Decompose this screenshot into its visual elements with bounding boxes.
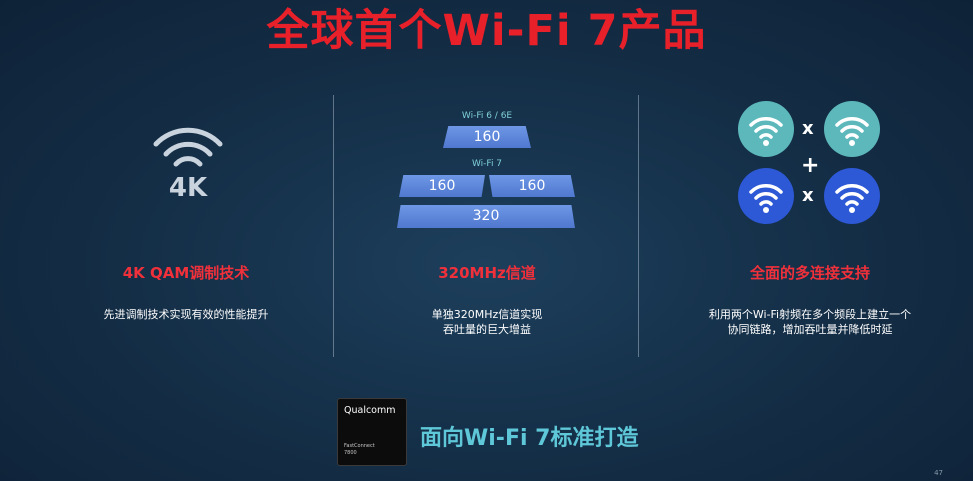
bar-value: 320	[472, 208, 500, 224]
chip-product-line1: FastConnect	[344, 443, 375, 449]
desc-line: 吞吐量的巨大增益	[443, 323, 531, 336]
tagline: 面向Wi-Fi 7标准打造	[420, 426, 639, 451]
wifi-icon	[835, 184, 869, 213]
bar-value: 160	[428, 178, 456, 194]
feature-desc-channel: 单独320MHz信道实现 吞吐量的巨大增益	[337, 307, 637, 337]
feature-title-qam: 4K QAM调制技术	[122, 264, 250, 282]
wifi-circle-teal-right	[824, 101, 880, 157]
feature-desc-multilink: 利用两个Wi-Fi射频在多个频段上建立一个 协同链路，增加吞吐量并降低时延	[660, 307, 960, 337]
qualcomm-chip-image: Qualcomm FastConnect 7800	[337, 398, 407, 466]
multiply-symbol-top: x	[802, 118, 814, 139]
column-divider-right	[638, 95, 639, 357]
wifi-circle-blue-left	[738, 168, 794, 224]
wifi-icon	[835, 117, 869, 146]
feature-desc-qam: 先进调制技术实现有效的性能提升	[103, 308, 269, 321]
desc-line: 协同链路，增加吞吐量并降低时延	[727, 323, 893, 336]
multiply-symbol-bottom: x	[802, 185, 814, 206]
bandwidth-bar-wifi6: 160	[443, 126, 531, 148]
wifi7-label: Wi-Fi 7	[471, 159, 503, 169]
bandwidth-bar-wifi7-total: 320	[397, 205, 575, 228]
wifi-icon	[749, 117, 783, 146]
bandwidth-bar-wifi7-a: 160	[399, 175, 485, 197]
icon-4k-label: 4K	[169, 173, 208, 200]
wifi-4k-icon: 4K	[152, 122, 224, 204]
wifi-icon	[749, 184, 783, 213]
plus-symbol: +	[801, 153, 820, 178]
chip-brand: Qualcomm	[344, 405, 396, 416]
wifi-circle-teal-left	[738, 101, 794, 157]
column-divider-left	[333, 95, 334, 357]
wifi-circle-blue-right	[824, 168, 880, 224]
desc-line: 单独320MHz信道实现	[431, 308, 543, 321]
slide-title: 全球首个Wi-Fi 7产品	[266, 6, 707, 56]
bar-value: 160	[518, 178, 546, 194]
feature-title-multilink: 全面的多连接支持	[749, 264, 870, 282]
desc-line: 利用两个Wi-Fi射频在多个频段上建立一个	[708, 308, 912, 321]
page-number: 47	[934, 469, 943, 477]
feature-title-channel: 320MHz信道	[438, 264, 536, 282]
wifi6-label: Wi-Fi 6 / 6E	[461, 111, 513, 121]
bandwidth-bar-wifi7-b: 160	[489, 175, 575, 197]
chip-product-line2: 7800	[344, 450, 357, 456]
bar-value: 160	[473, 129, 501, 145]
